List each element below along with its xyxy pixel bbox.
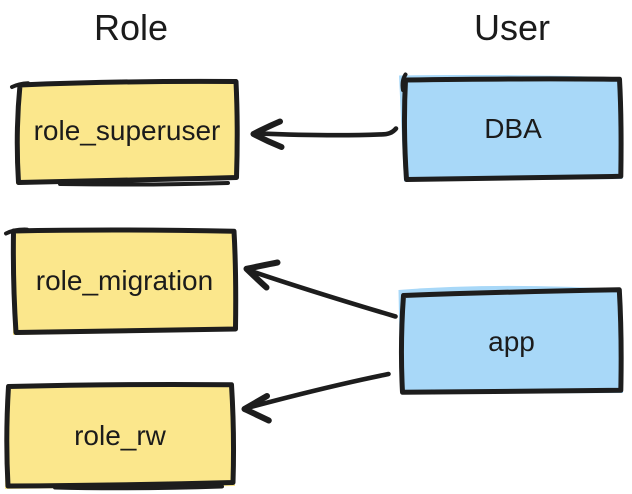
- node-box-dba: [399, 72, 624, 182]
- arrow-app-to-role-rw-head: [241, 393, 272, 424]
- arrow-app-to-role-migration-shaft: [250, 269, 398, 319]
- node-label-role-superuser: role_superuser: [33, 115, 221, 146]
- app-box-border: [398, 287, 624, 395]
- arrow-dba-to-role-superuser: [250, 118, 399, 150]
- node-box-app: [398, 285, 624, 395]
- dba-corner-stroke: [400, 72, 408, 92]
- column-header-role: Role: [93, 7, 169, 48]
- node-box-role-rw: [4, 381, 236, 491]
- role-rw-bottom-stroke: [53, 484, 224, 491]
- node-label-role-rw: role_rw: [74, 420, 166, 451]
- node-label-dba: DBA: [484, 113, 542, 144]
- role-migration-box-fill: [12, 230, 237, 335]
- node-box-role-superuser: [10, 78, 240, 187]
- dba-box-fill: [399, 75, 623, 182]
- arrow-app-to-role-rw: [241, 371, 391, 424]
- app-box-fill: [398, 285, 623, 394]
- node-label-role-migration: role_migration: [35, 265, 214, 296]
- role-rw-box-border: [4, 381, 236, 489]
- role-rw-box-fill: [5, 383, 235, 489]
- arrow-app-to-role-rw-shaft: [249, 371, 391, 410]
- role-superuser-box-fill: [16, 79, 238, 184]
- arrow-dba-to-role-superuser-head: [250, 118, 285, 150]
- node-box-role-migration: [4, 227, 239, 335]
- role-migration-corner-stroke: [4, 227, 29, 236]
- role-migration-box-border: [10, 227, 239, 335]
- arrow-app-to-role-migration-head: [243, 259, 281, 291]
- role-superuser-box-border: [14, 78, 240, 185]
- role-superuser-bottom-stroke: [58, 181, 230, 187]
- column-header-user: User: [473, 7, 550, 48]
- arrow-dba-to-role-superuser-shaft: [255, 126, 399, 138]
- dba-box-border: [401, 76, 624, 182]
- role-superuser-corner-stroke: [10, 81, 30, 89]
- node-label-app: app: [488, 326, 535, 357]
- arrow-app-to-role-migration: [243, 259, 398, 319]
